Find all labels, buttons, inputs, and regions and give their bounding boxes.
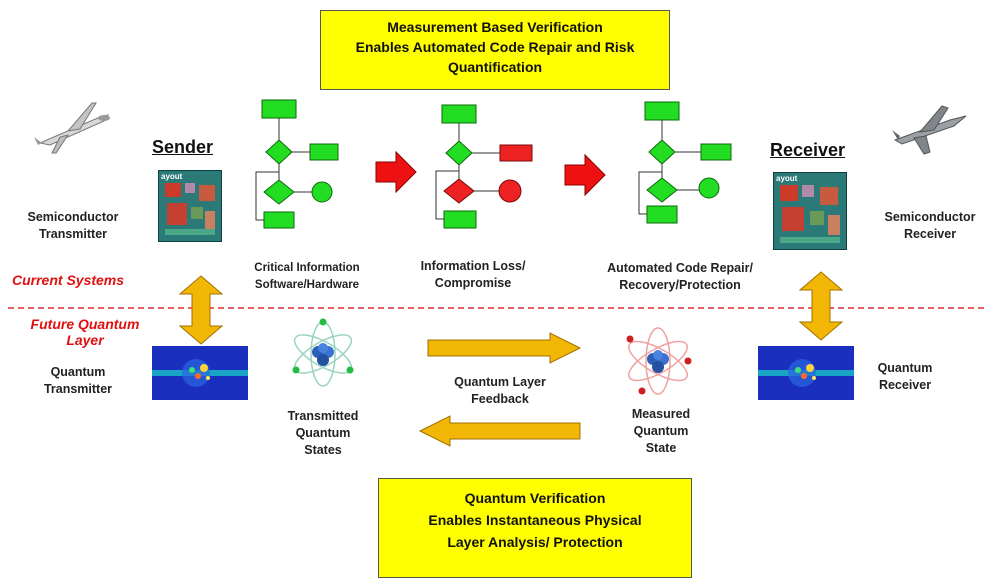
stage2-line2: Compromise — [434, 276, 512, 290]
top-box-line2: Enables Automated Code Repair and Risk — [355, 39, 635, 55]
left-vertical-double-arrow — [178, 275, 224, 345]
ts-line2: Quantum — [295, 426, 351, 440]
bottom-box-line2: Enables Instantaneous Physical — [428, 512, 642, 528]
stage2-line1: Information Loss/ — [420, 259, 526, 273]
quantum-receiver-label: Quantum Receiver — [860, 360, 950, 394]
sender-heading: Sender — [152, 137, 214, 157]
semiconductor-receiver-label: Semiconductor Receiver — [870, 209, 990, 243]
measured-quantum-state-label: Measured Quantum State — [606, 406, 716, 457]
receiver-line1: Semiconductor — [884, 210, 976, 224]
sender-chip-layout-image: ayout — [158, 170, 222, 242]
right-vertical-double-arrow — [798, 271, 844, 341]
future-line1: Future Quantum — [30, 316, 140, 332]
current-systems-label: Current Systems — [12, 272, 125, 288]
stage-label-critical: Critical Information Software/Hardware — [232, 260, 382, 294]
jet-aircraft-icon — [892, 105, 967, 155]
transmitter-line2: Transmitter — [38, 227, 108, 241]
receiver-chip-layout-image: ayout — [773, 172, 847, 250]
stage3-line2: Recovery/Protection — [619, 278, 741, 292]
quantum-receiver-image — [758, 346, 854, 400]
layer-divider-line — [8, 307, 988, 309]
qr-line1: Quantum — [877, 361, 933, 375]
ts-line3: States — [304, 443, 342, 457]
flowchart-critical — [250, 99, 340, 230]
future-quantum-layer-label: Future Quantum Layer — [20, 316, 150, 348]
drone-aircraft-icon — [34, 102, 110, 154]
quantum-layer-feedback-label: Quantum Layer Feedback — [430, 374, 570, 408]
stage1-line2: Software/Hardware — [254, 279, 360, 291]
quantum-transmitter-label: Quantum Transmitter — [28, 364, 128, 398]
stage1-line1: Critical Information — [254, 262, 360, 274]
ts-line1: Transmitted — [287, 409, 359, 423]
future-line2: Layer — [66, 332, 104, 348]
stage3-line1: Automated Code Repair/ — [607, 261, 753, 275]
ms-line1: Measured — [631, 407, 691, 421]
atom-icon-transmitted — [292, 318, 354, 387]
top-summary-box: Measurement Based Verification Enables A… — [320, 10, 670, 90]
orange-arrow-right — [427, 332, 582, 364]
orange-arrow-left — [418, 415, 581, 447]
transmitted-quantum-states-label: Transmitted Quantum States — [268, 408, 378, 459]
ms-line2: Quantum — [633, 424, 689, 438]
qt-line2: Transmitter — [43, 382, 113, 396]
flowchart-compromise — [428, 104, 538, 230]
top-box-line1: Measurement Based Verification — [387, 19, 603, 35]
bottom-summary-box: Quantum Verification Enables Instantaneo… — [378, 478, 692, 578]
fb-line1: Quantum Layer — [454, 375, 546, 389]
bottom-box-line1: Quantum Verification — [464, 490, 606, 506]
top-box-line3: Quantification — [447, 59, 543, 75]
bottom-box-line3: Layer Analysis/ Protection — [447, 534, 623, 550]
red-arrow-right-1 — [375, 150, 417, 194]
qr-line2: Receiver — [878, 378, 932, 392]
receiver-heading: Receiver — [770, 140, 846, 160]
qt-line1: Quantum — [50, 365, 106, 379]
quantum-transmitter-image — [152, 346, 248, 400]
stage-label-repair: Automated Code Repair/ Recovery/Protecti… — [590, 260, 770, 294]
flowchart-repair — [625, 101, 735, 227]
sender-chip-label: ayout — [161, 172, 183, 181]
transmitter-line1: Semiconductor — [27, 210, 119, 224]
ms-line3: State — [645, 441, 677, 455]
receiver-chip-label: ayout — [776, 174, 798, 183]
semiconductor-transmitter-label: Semiconductor Transmitter — [8, 209, 138, 243]
fb-line2: Feedback — [471, 392, 529, 406]
receiver-line2: Receiver — [903, 227, 957, 241]
stage-label-compromise: Information Loss/ Compromise — [398, 258, 548, 292]
atom-icon-measured — [626, 327, 692, 395]
red-arrow-right-2 — [564, 153, 606, 197]
